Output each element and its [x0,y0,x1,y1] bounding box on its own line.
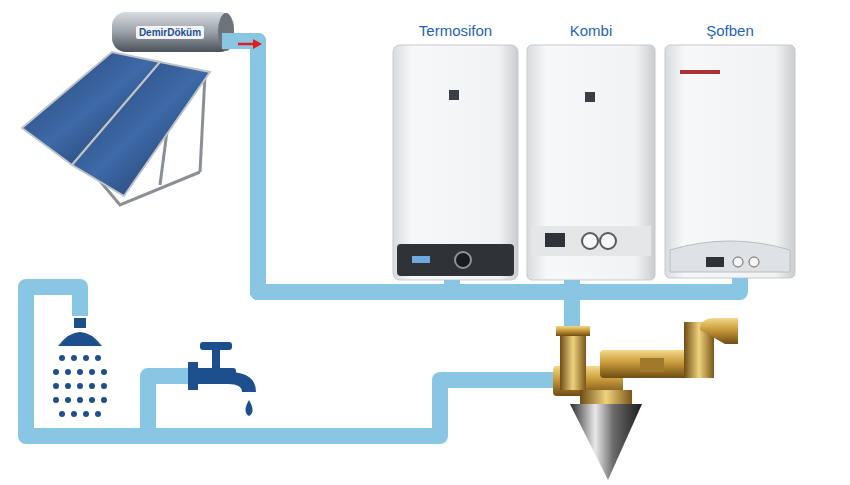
combi-boiler [527,45,655,280]
mixing-valve [553,318,738,480]
tap-icon [188,342,256,416]
solar-panel [22,52,210,205]
appliance-node: Termosifon [389,22,522,280]
tank-node: DemirDöküm [118,14,222,50]
gas-water-heater [665,45,795,278]
water-heater [393,45,518,280]
appliance-label: Şofben [661,22,799,39]
solar-tank [112,12,234,52]
shower-icon [53,318,107,417]
appliance-node: Kombi [523,22,659,280]
water-pipe [222,41,740,292]
appliance-node: Şofben [661,22,799,278]
appliance-label: Termosifon [389,22,522,39]
flow-arrow [238,39,262,49]
brand-label: DemirDöküm [136,26,204,39]
water-pipe [222,41,572,292]
water-pipe [26,287,572,436]
appliance-label: Kombi [523,22,659,39]
